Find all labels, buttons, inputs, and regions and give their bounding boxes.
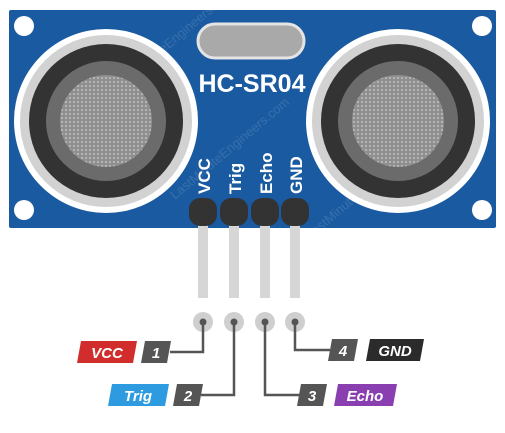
callout-label-gnd: GND bbox=[378, 343, 412, 360]
module-title: HC-SR04 bbox=[199, 70, 306, 98]
receiver-transducer bbox=[306, 29, 490, 213]
pcb-board: LastMinuteEngineers.com LastMinuteEngine… bbox=[9, 10, 496, 228]
leader-line-vcc bbox=[170, 324, 205, 354]
callout-vcc: VCC 1 bbox=[77, 341, 171, 363]
callout-number-1: 1 bbox=[152, 345, 160, 362]
mounting-hole bbox=[14, 16, 34, 36]
callout-number-4: 4 bbox=[338, 343, 348, 360]
board-label-trig: Trig bbox=[226, 163, 245, 194]
callout-number-2: 2 bbox=[183, 388, 193, 405]
leader-line-echo bbox=[263, 324, 300, 397]
pin-pad-gnd bbox=[281, 198, 309, 226]
callout-label-echo: Echo bbox=[347, 388, 384, 405]
pin-pad-echo bbox=[251, 198, 279, 226]
callout-trig: Trig 2 bbox=[108, 384, 203, 406]
callout-number-box-4 bbox=[328, 339, 358, 361]
mounting-hole bbox=[14, 200, 34, 220]
pin-wire-trig bbox=[229, 218, 239, 298]
pin-header bbox=[189, 198, 309, 226]
leader-line-gnd bbox=[293, 324, 330, 352]
callout-label-box-gnd bbox=[366, 339, 424, 361]
mounting-hole bbox=[472, 16, 492, 36]
leader-line-trig bbox=[201, 324, 236, 397]
board-label-echo: Echo bbox=[257, 152, 276, 194]
pin-pad-trig bbox=[220, 198, 248, 226]
pin-wires bbox=[198, 218, 300, 298]
callout-label-box-vcc bbox=[77, 341, 137, 363]
board-label-vcc: VCC bbox=[195, 158, 214, 194]
callout-label-trig: Trig bbox=[124, 388, 152, 405]
callout-number-box-2 bbox=[173, 384, 203, 406]
callout-echo: 3 Echo bbox=[297, 384, 397, 406]
callout-label-box-trig bbox=[108, 384, 169, 406]
transmitter-transducer bbox=[14, 29, 198, 213]
pin-pad-vcc bbox=[189, 198, 217, 226]
pin-wire-gnd bbox=[290, 218, 300, 298]
mounting-hole bbox=[472, 200, 492, 220]
board-label-gnd: GND bbox=[287, 156, 306, 194]
callout-label-box-echo bbox=[334, 384, 397, 406]
callout-label-vcc: VCC bbox=[91, 345, 124, 362]
pin-wire-echo bbox=[260, 218, 270, 298]
callout-number-box-3 bbox=[297, 384, 327, 406]
pin-wire-vcc bbox=[198, 218, 208, 298]
leader-lines bbox=[170, 324, 330, 397]
crystal-oscillator bbox=[196, 22, 306, 60]
callout-number-box-1 bbox=[141, 341, 171, 363]
callout-number-3: 3 bbox=[308, 388, 317, 405]
callout-gnd: 4 GND bbox=[328, 339, 424, 361]
board-pin-labels: VCC Trig Echo GND bbox=[195, 152, 306, 194]
pin-tips bbox=[193, 312, 305, 332]
